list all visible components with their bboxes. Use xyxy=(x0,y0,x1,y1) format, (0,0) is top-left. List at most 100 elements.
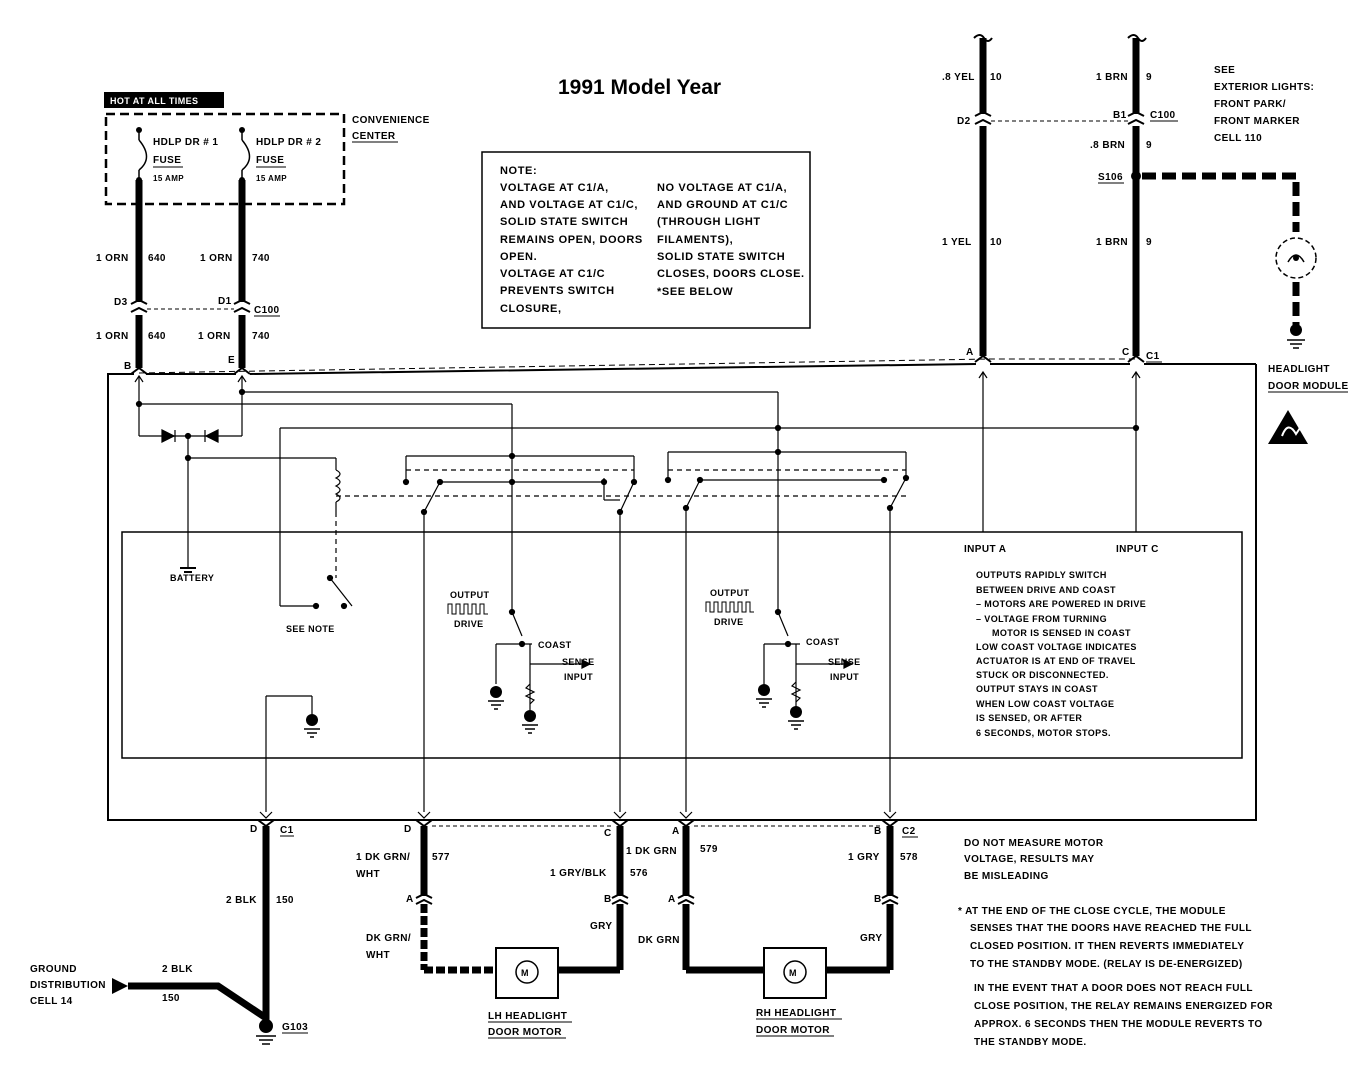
rh-motor-icon xyxy=(783,960,807,984)
w578-circuit: 578 xyxy=(900,852,918,863)
rh-coast-label: COAST xyxy=(806,637,840,647)
internal-wiring xyxy=(134,370,1141,812)
note-line: AND GROUND AT C1/C xyxy=(657,199,788,211)
lh-coast-label: COAST xyxy=(538,640,572,650)
diagram-title: 1991 Model Year xyxy=(558,76,721,99)
note-col-2: NO VOLTAGE AT C1/A, AND GROUND AT C1/C (… xyxy=(657,182,805,298)
desc-line: MOTOR IS SENSED IN COAST xyxy=(992,628,1131,638)
lh-motor-pin-b: B xyxy=(604,894,612,905)
center-label-2: CENTER xyxy=(352,131,396,142)
warning-line: VOLTAGE, RESULTS MAY xyxy=(964,854,1094,865)
pin-d2: D2 xyxy=(957,116,971,127)
note-line: NO VOLTAGE AT C1/A, xyxy=(657,182,787,194)
desc-line: IS SENSED, OR AFTER xyxy=(976,713,1082,723)
g103-ground-icon xyxy=(256,1019,276,1045)
desc-line: ACTUATOR IS AT END OF TRAVEL xyxy=(976,656,1136,666)
brn-low-gauge: 1 BRN xyxy=(1096,237,1128,248)
pin-a-top: A xyxy=(966,347,974,358)
desc-line: – VOLTAGE FROM TURNING xyxy=(976,614,1107,624)
blk-side-gauge: 2 BLK xyxy=(162,964,193,975)
desc-line: WHEN LOW COAST VOLTAGE xyxy=(976,699,1114,709)
note-line: SOLID STATE SWITCH xyxy=(657,251,785,263)
note-line: NOTE: xyxy=(500,165,537,177)
ref-line: FRONT MARKER xyxy=(1214,116,1300,127)
footnote-line: CLOSE POSITION, THE RELAY REMAINS ENERGI… xyxy=(974,1001,1273,1012)
lh-pulse-train-icon xyxy=(447,603,488,615)
ref-line: FRONT PARK/ xyxy=(1214,99,1286,110)
rh-right-wire: GRY xyxy=(860,933,883,944)
note-box: NOTE: VOLTAGE AT C1/A, AND VOLTAGE AT C1… xyxy=(481,151,811,329)
bottom-wiring: M M D C1 2 BLK 150 GROUND DISTRIBUTION C… xyxy=(30,811,918,1045)
g103-label: G103 xyxy=(282,1022,308,1033)
pin-b-top: B xyxy=(124,361,132,372)
desc-line: 6 SECONDS, MOTOR STOPS. xyxy=(976,728,1111,738)
internal-ground-icons xyxy=(304,684,804,738)
footnote-line: SENSES THAT THE DOORS HAVE REACHED THE F… xyxy=(970,923,1252,934)
note-line: PREVENTS SWITCH xyxy=(500,285,615,297)
pin-b1: B1 xyxy=(1113,110,1127,121)
w740-lower-gauge: 1 ORN xyxy=(198,331,231,342)
rh-sense-label: SENSE xyxy=(828,657,861,667)
note-line: OPEN. xyxy=(500,251,537,263)
w579-circuit: 579 xyxy=(700,844,718,855)
fuse-1-name: HDLP DR # 1 xyxy=(153,137,218,148)
input-a-label: INPUT A xyxy=(964,544,1006,555)
rh-motor-pin-b: B xyxy=(874,894,882,905)
ground-dist-3: CELL 14 xyxy=(30,996,73,1007)
c1-bottom: C1 xyxy=(280,825,294,836)
footnote-line: * AT THE END OF THE CLOSE CYCLE, THE MOD… xyxy=(958,906,1226,917)
lamp-ground-icon xyxy=(1290,324,1302,336)
battery-icon xyxy=(180,567,196,573)
rh-pin-b: B xyxy=(874,826,882,837)
lh-left-wire-1: DK GRN/ xyxy=(366,933,411,944)
lh-motor-box xyxy=(495,947,559,999)
lh-left-wire-2: WHT xyxy=(366,950,390,961)
blk-main-circuit: 150 xyxy=(276,895,294,906)
fuse-block: HOT AT ALL TIMES CONVENIENCE CENTER HDLP… xyxy=(104,92,430,206)
ref-line: EXTERIOR LIGHTS: xyxy=(1214,82,1314,93)
diode-2-icon xyxy=(204,429,219,443)
brn-top-gauge: 1 BRN xyxy=(1096,72,1128,83)
ground-dist-2: DISTRIBUTION xyxy=(30,980,106,991)
right-feed-wires: .8 YEL 10 D2 1 YEL 10 1 BRN 9 B1 C100 .8… xyxy=(942,34,1178,363)
w640-upper-gauge: 1 ORN xyxy=(96,253,129,264)
fuse-2-rating: 15 AMP xyxy=(256,174,287,183)
brn-top-circuit: 9 xyxy=(1146,72,1152,83)
headlight-door-module: HEADLIGHT DOOR MODULE xyxy=(107,363,1348,821)
blk-main-gauge: 2 BLK xyxy=(226,895,257,906)
lh-motor-name-2: DOOR MOTOR xyxy=(488,1027,562,1038)
ref-line: SEE xyxy=(1214,65,1235,76)
c1-top: C1 xyxy=(1146,351,1160,362)
rh-pulse-train-icon xyxy=(705,601,754,613)
note-line: AND VOLTAGE AT C1/C, xyxy=(500,199,638,211)
center-label-1: CONVENIENCE xyxy=(352,115,430,126)
w577-circuit: 577 xyxy=(432,852,450,863)
note-line: CLOSES, DOORS CLOSE. xyxy=(657,268,805,280)
w640-lower-gauge: 1 ORN xyxy=(96,331,129,342)
w579-gauge: 1 DK GRN xyxy=(626,846,677,857)
w577-gauge-2: WHT xyxy=(356,869,380,880)
hot-label: HOT AT ALL TIMES xyxy=(110,96,198,106)
w577-gauge: 1 DK GRN/ xyxy=(356,852,410,863)
yel-upper-circuit: 10 xyxy=(990,72,1002,83)
w576-circuit: 576 xyxy=(630,868,648,879)
ref-line: CELL 110 xyxy=(1214,133,1262,144)
resistor-rh-icon xyxy=(790,681,802,703)
convenience-center-box xyxy=(104,112,346,206)
see-note-label: SEE NOTE xyxy=(286,624,335,634)
footnote-line: THE STANDBY MODE. xyxy=(974,1037,1087,1048)
pin-d3: D3 xyxy=(114,297,128,308)
footnote-line: CLOSED POSITION. IT THEN REVERTS IMMEDIA… xyxy=(970,941,1244,952)
desc-line: – MOTORS ARE POWERED IN DRIVE xyxy=(976,599,1146,609)
marker-lamp-branch xyxy=(1142,172,1317,349)
w576-gauge: 1 GRY/BLK xyxy=(550,868,607,879)
desc-line: OUTPUT STAYS IN COAST xyxy=(976,684,1098,694)
lh-motor-name-1: LH HEADLIGHT xyxy=(488,1011,567,1022)
w640-lower-circuit: 640 xyxy=(148,331,166,342)
rh-input-label: INPUT xyxy=(830,672,859,682)
rh-left-wire: DK GRN xyxy=(638,935,680,946)
lh-sense-label: SENSE xyxy=(562,657,595,667)
resistor-lh-icon xyxy=(524,683,536,705)
rh-motor-name-2: DOOR MOTOR xyxy=(756,1025,830,1036)
